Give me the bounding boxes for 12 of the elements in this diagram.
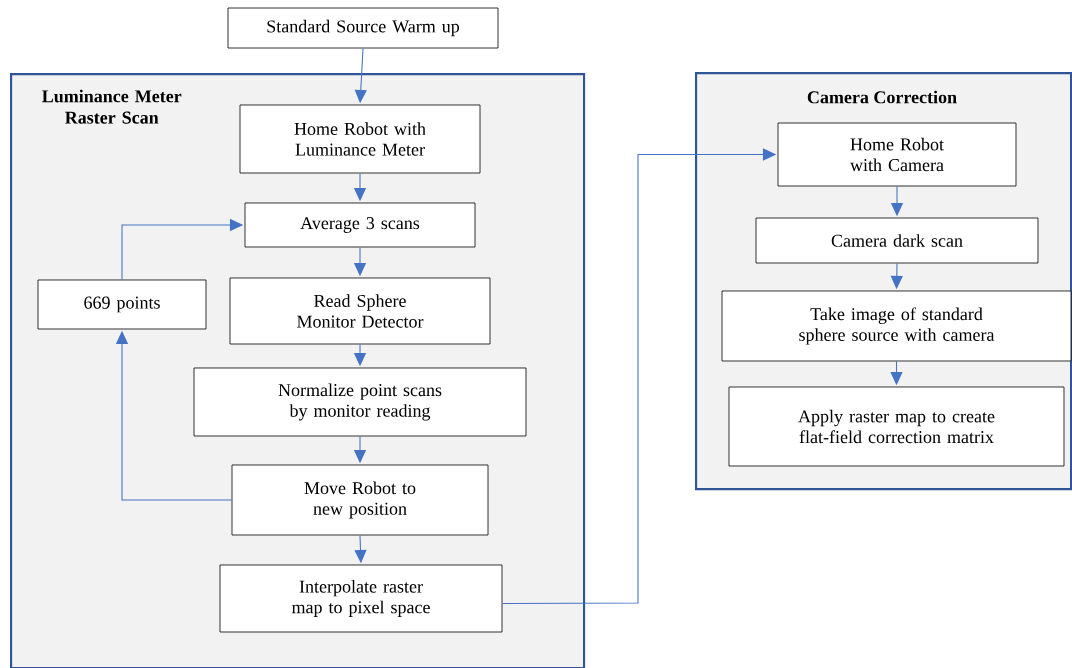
process-box: Interpolate raster map to pixel space — [219, 564, 503, 633]
process-box: Home Robot with Luminance Meter — [239, 104, 481, 174]
process-box: Read Sphere Monitor Detector — [229, 277, 491, 345]
process-box: Standard Source Warm up — [227, 7, 499, 49]
process-box: Average 3 scans — [244, 202, 476, 248]
process-box: Take image of standard sphere source with camera — [721, 290, 1072, 362]
process-box: 669 points — [37, 279, 207, 330]
process-box: Apply raster map to create flat-field correction matrix — [728, 386, 1065, 467]
process-box: Normalize point scans by monitor reading — [193, 367, 527, 437]
process-box: Camera dark scan — [755, 217, 1039, 264]
process-box: Move Robot to new position — [231, 464, 489, 536]
process-box: Home Robot with Camera — [777, 122, 1017, 187]
